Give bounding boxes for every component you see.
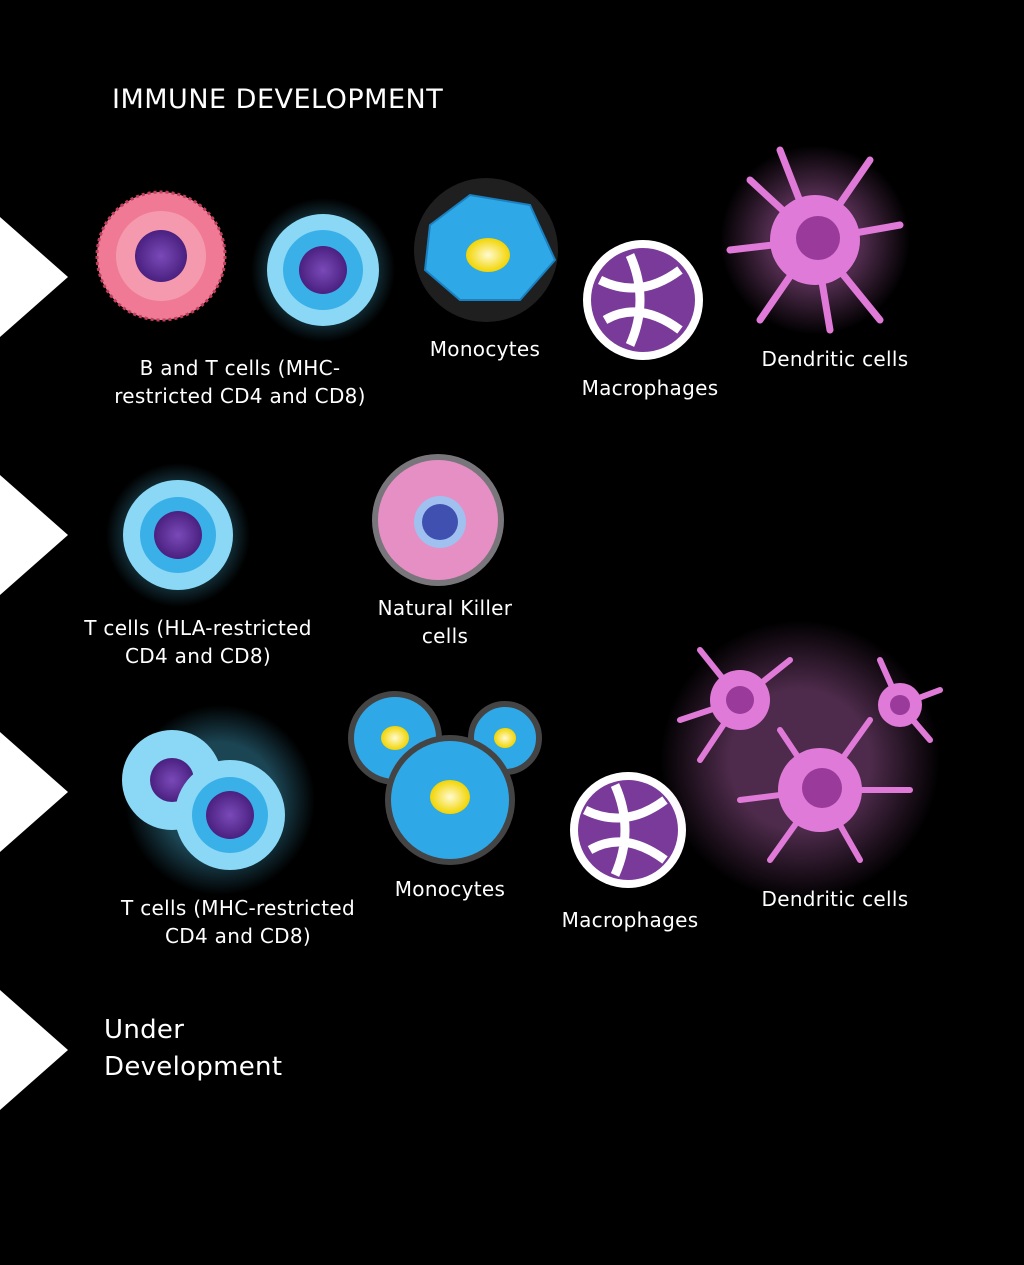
label-macrophages: Macrophages	[581, 376, 719, 400]
row-2-arrow-icon	[0, 475, 68, 595]
label-dendritic-cells-2: Dendritic cells	[761, 887, 909, 911]
label-t-cells-hla: T cells (HLA-restricted CD4 and CD8)	[84, 616, 312, 668]
label-dendritic-cells: Dendritic cells	[761, 347, 909, 371]
t-cell-pair-icon	[122, 705, 315, 895]
label-b-and-t-cells: B and T cells (MHC- restricted CD4 and C…	[80, 354, 400, 410]
label-monocytes: Monocytes	[429, 337, 541, 361]
b-cell-icon	[95, 190, 227, 322]
label-under-development: Under Development	[104, 1015, 283, 1082]
page-title: IMMUNE DEVELOPMENT	[112, 84, 444, 115]
label-natural-killer-cells: Natural Killer cells	[377, 596, 513, 648]
row-3-arrow-icon	[0, 732, 68, 852]
monocyte-cluster-icon	[348, 691, 542, 865]
row-4-arrow-icon	[0, 990, 68, 1110]
natural-killer-cell-icon	[372, 454, 504, 586]
macrophage-icon	[583, 240, 703, 360]
macrophage-icon-2	[570, 772, 686, 888]
t-cell-icon	[251, 198, 395, 342]
label-monocytes-2: Monocytes	[394, 877, 506, 901]
label-t-cells-mhc: T cells (MHC-restricted CD4 and CD8)	[121, 896, 355, 948]
label-macrophages-2: Macrophages	[561, 908, 699, 932]
dendritic-cell-icon	[720, 145, 910, 335]
row-1-arrow-icon	[0, 217, 68, 337]
monocyte-icon	[414, 178, 558, 322]
t-cell-hla-icon	[106, 463, 250, 607]
dendritic-cell-cluster-icon	[660, 620, 943, 900]
label-line: B and T cells (MHC- restricted CD4 and C…	[114, 356, 366, 408]
